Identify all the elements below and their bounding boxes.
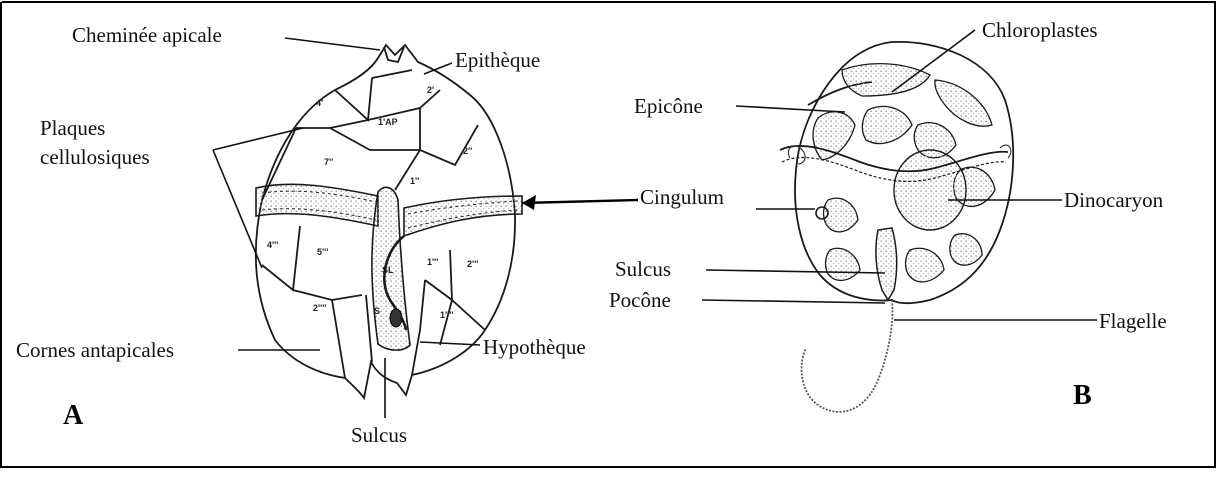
longitudinal-flagellum (802, 300, 893, 412)
label-sulcus-a: Sulcus (351, 423, 407, 447)
label-plates-line2: cellulosiques (40, 145, 150, 169)
plate-1ppp: 1''' (427, 257, 438, 267)
label-sulcus-b: Sulcus (615, 257, 671, 281)
label-apical-chimney: Cheminée apicale (72, 23, 222, 47)
leader-apical-chimney (285, 38, 380, 50)
label-epicone: Epicône (634, 94, 703, 118)
label-antapical-horns: Cornes antapicales (16, 338, 174, 362)
sulcus-groove-b (876, 228, 897, 300)
leader-hypocone (702, 300, 885, 303)
label-plates-line1: Plaques (40, 116, 105, 140)
leader-plates-lower (213, 150, 262, 268)
diagram-b-cell: Chloroplastes Epicône Dinocaryon Sulcus … (609, 18, 1167, 412)
label-cingulum: Cingulum (640, 185, 724, 209)
leader-chloroplasts (892, 30, 975, 92)
plate-1pp: 1'' (410, 176, 419, 186)
flagellar-pore (390, 309, 402, 327)
plate-4ppp: 4''' (267, 240, 278, 250)
figure-frame (1, 2, 1215, 467)
plate-2p: 2' (427, 85, 434, 95)
plate-5ppp: 5''' (317, 247, 328, 257)
label-dinokaryon: Dinocaryon (1064, 188, 1164, 212)
label-flagellum: Flagelle (1099, 309, 1167, 333)
panel-label-b: B (1073, 380, 1092, 411)
leader-hypotheca (420, 342, 480, 345)
leader-epicone (736, 106, 845, 112)
label-hypocone: Pocône (609, 288, 671, 312)
leader-plates-upper (213, 128, 303, 150)
plate-7pp: 7'' (324, 157, 333, 167)
arrowhead-cingulum (522, 195, 536, 210)
plate-s: S (374, 306, 380, 316)
panel-label-a: A (63, 400, 84, 431)
label-epitheca: Epithèque (455, 48, 540, 72)
plate-2pppp: 2'''' (313, 303, 327, 313)
plate-2ppp: 2''' (467, 259, 478, 269)
epitheca-sutures (262, 70, 478, 200)
leader-cingulum (522, 200, 638, 203)
label-chloroplasts: Chloroplastes (982, 18, 1098, 42)
plate-4p: 4' (316, 98, 323, 108)
cingulum-band (256, 184, 378, 226)
plate-1pppp: 1'''' (440, 310, 454, 320)
label-hypotheca: Hypothèque (483, 335, 586, 359)
diagram-a-cell: 4' 2' 1'AP 7'' 2'' 1'' 4''' 5''' SL 1'''… (16, 23, 724, 447)
plate-1pap: 1'AP (378, 117, 398, 127)
plate-2pp: 2'' (463, 146, 472, 156)
plate-sl: SL (382, 265, 394, 275)
